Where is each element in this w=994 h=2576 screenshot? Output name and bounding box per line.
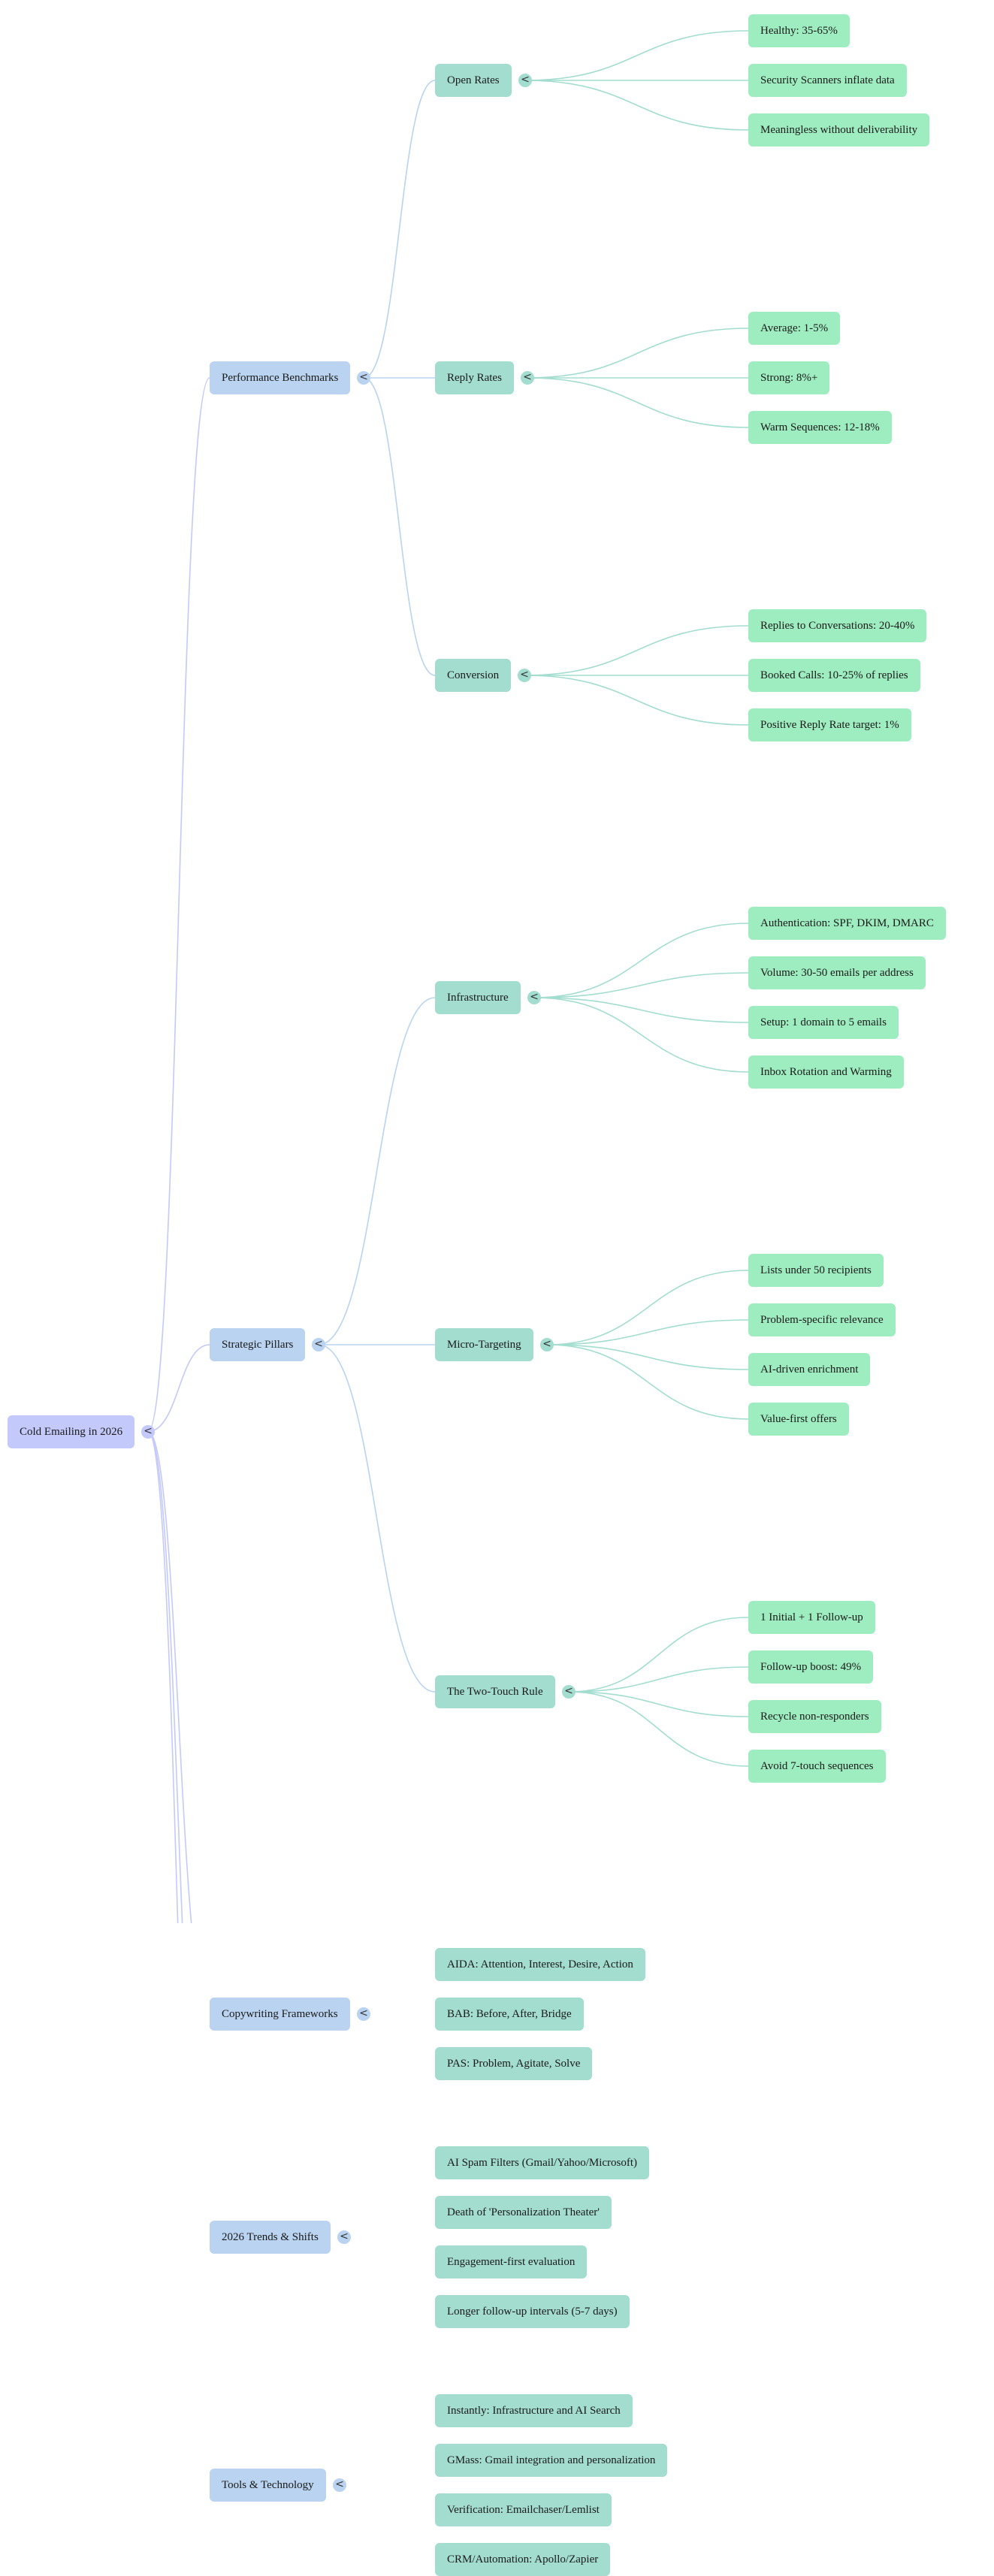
edge-root-tools-technology: [147, 1430, 179, 1923]
topic-infrastructure[interactable]: Infrastructure: [435, 981, 521, 1014]
leaf-security-scanners-inflate-data[interactable]: Security Scanners inflate data: [748, 64, 907, 97]
edge-the-two-touch-rule-1-initial-1-follow-up: [568, 1617, 749, 1693]
leaf-1-initial-1-follow-up[interactable]: 1 Initial + 1 Follow-up: [748, 1601, 875, 1634]
edge-reply-rates-warm-sequences-12-18: [527, 377, 749, 428]
edge-infrastructure-authentication-spf-dkim-dmarc: [533, 923, 749, 998]
leaf-replies-to-conversations-20-40[interactable]: Replies to Conversations: 20-40%: [748, 609, 927, 642]
edge-root-strategic-pillars: [147, 1344, 210, 1433]
edge-micro-targeting-lists-under-50-recipients: [546, 1270, 749, 1345]
leaf-problem-specific-relevance[interactable]: Problem-specific relevance: [748, 1303, 896, 1336]
collapse-toggle-strategic-pillars[interactable]: <: [312, 1338, 325, 1351]
edge-reply-rates-average-1-5: [527, 328, 749, 379]
leaf-setup-1-domain-to-5-emails[interactable]: Setup: 1 domain to 5 emails: [748, 1006, 899, 1039]
edge-open-rates-meaningless-without-deliverability: [524, 80, 749, 131]
edge-micro-targeting-problem-specific-relevance: [546, 1319, 749, 1345]
edge-micro-targeting-ai-driven-enrichment: [546, 1344, 749, 1370]
topic-verification-emailchaser-lemlist[interactable]: Verification: Emailchaser/Lemlist: [435, 2493, 612, 2526]
collapse-toggle-open-rates[interactable]: <: [518, 74, 532, 87]
collapse-toggle-2026-trends-shifts[interactable]: <: [337, 2230, 351, 2244]
branch-performance-benchmarks[interactable]: Performance Benchmarks: [210, 361, 351, 394]
edge-conversion-positive-reply-rate-target-1: [524, 675, 749, 726]
edge-infrastructure-inbox-rotation-and-warming: [533, 997, 749, 1073]
collapse-toggle-conversion[interactable]: <: [518, 669, 531, 682]
edge-root-2026-trends-shifts: [147, 1430, 183, 1923]
edge-strategic-pillars-infrastructure: [318, 997, 436, 1345]
topic-death-of-personalization-theater[interactable]: Death of 'Personalization Theater': [435, 2196, 612, 2229]
edge-infrastructure-setup-1-domain-to-5-emails: [533, 997, 749, 1023]
leaf-inbox-rotation-and-warming[interactable]: Inbox Rotation and Warming: [748, 1055, 904, 1089]
topic-pas-problem-agitate-solve[interactable]: PAS: Problem, Agitate, Solve: [435, 2047, 593, 2080]
topic-engagement-first-evaluation[interactable]: Engagement-first evaluation: [435, 2245, 588, 2279]
branch-2026-trends-shifts[interactable]: 2026 Trends & Shifts: [210, 2221, 331, 2254]
collapse-toggle-tools-technology[interactable]: <: [333, 2478, 346, 2492]
edge-the-two-touch-rule-recycle-non-responders: [568, 1691, 749, 1717]
edge-the-two-touch-rule-avoid-7-touch-sequences: [568, 1691, 749, 1767]
collapse-toggle-the-two-touch-rule[interactable]: <: [562, 1685, 576, 1699]
leaf-meaningless-without-deliverability[interactable]: Meaningless without deliverability: [748, 113, 930, 146]
topic-reply-rates[interactable]: Reply Rates: [435, 361, 514, 394]
branch-tools-technology[interactable]: Tools & Technology: [210, 2469, 326, 2502]
leaf-booked-calls-10-25-of-replies[interactable]: Booked Calls: 10-25% of replies: [748, 659, 920, 692]
topic-longer-follow-up-intervals-5-7-days[interactable]: Longer follow-up intervals (5-7 days): [435, 2295, 630, 2328]
topic-micro-targeting[interactable]: Micro-Targeting: [435, 1328, 533, 1361]
topic-open-rates[interactable]: Open Rates: [435, 64, 512, 97]
topic-instantly-infrastructure-and-ai-search[interactable]: Instantly: Infrastructure and AI Search: [435, 2394, 633, 2427]
topic-gmass-gmail-integration-and-personalization[interactable]: GMass: Gmail integration and personaliza…: [435, 2444, 668, 2477]
leaf-warm-sequences-12-18[interactable]: Warm Sequences: 12-18%: [748, 411, 892, 444]
topic-aida-attention-interest-desire-action[interactable]: AIDA: Attention, Interest, Desire, Actio…: [435, 1948, 645, 1981]
branch-copywriting-frameworks[interactable]: Copywriting Frameworks: [210, 1998, 350, 2031]
leaf-strong-8[interactable]: Strong: 8%+: [748, 361, 830, 394]
leaf-authentication-spf-dkim-dmarc[interactable]: Authentication: SPF, DKIM, DMARC: [748, 907, 946, 940]
topic-crm-automation-apollo-zapier[interactable]: CRM/Automation: Apollo/Zapier: [435, 2543, 611, 2576]
edge-strategic-pillars-the-two-touch-rule: [318, 1344, 436, 1693]
root-node[interactable]: Cold Emailing in 2026: [8, 1415, 135, 1448]
leaf-average-1-5[interactable]: Average: 1-5%: [748, 312, 841, 345]
topic-ai-spam-filters-gmail-yahoo-microsoft[interactable]: AI Spam Filters (Gmail/Yahoo/Microsoft): [435, 2146, 650, 2179]
collapse-toggle-reply-rates[interactable]: <: [521, 371, 534, 385]
collapse-toggle-copywriting-frameworks[interactable]: <: [357, 2007, 370, 2021]
leaf-ai-driven-enrichment[interactable]: AI-driven enrichment: [748, 1353, 871, 1386]
leaf-follow-up-boost-49[interactable]: Follow-up boost: 49%: [748, 1650, 874, 1684]
collapse-toggle-root[interactable]: <: [141, 1424, 155, 1439]
edge-infrastructure-volume-30-50-emails-per-address: [533, 972, 749, 998]
leaf-volume-30-50-emails-per-address[interactable]: Volume: 30-50 emails per address: [748, 956, 926, 989]
edge-root-performance-benchmarks: [147, 377, 210, 1433]
edge-performance-benchmarks-open-rates: [363, 80, 436, 379]
edge-performance-benchmarks-conversion: [363, 377, 436, 676]
collapse-toggle-performance-benchmarks[interactable]: <: [357, 371, 370, 385]
branch-strategic-pillars[interactable]: Strategic Pillars: [210, 1328, 306, 1361]
edge-conversion-replies-to-conversations-20-40: [524, 625, 749, 676]
leaf-lists-under-50-recipients[interactable]: Lists under 50 recipients: [748, 1254, 884, 1287]
leaf-value-first-offers[interactable]: Value-first offers: [748, 1403, 849, 1436]
leaf-recycle-non-responders[interactable]: Recycle non-responders: [748, 1700, 881, 1733]
topic-conversion[interactable]: Conversion: [435, 659, 512, 692]
topic-the-two-touch-rule[interactable]: The Two-Touch Rule: [435, 1675, 555, 1708]
collapse-toggle-infrastructure[interactable]: <: [527, 991, 541, 1004]
edge-root-copywriting-frameworks: [147, 1430, 192, 1923]
mindmap-edges: [147, 30, 749, 1923]
leaf-avoid-7-touch-sequences[interactable]: Avoid 7-touch sequences: [748, 1750, 886, 1783]
topic-bab-before-after-bridge[interactable]: BAB: Before, After, Bridge: [435, 1998, 584, 2031]
edge-the-two-touch-rule-follow-up-boost-49: [568, 1666, 749, 1693]
edge-open-rates-healthy-35-65: [524, 30, 749, 81]
edge-micro-targeting-value-first-offers: [546, 1344, 749, 1420]
leaf-healthy-35-65[interactable]: Healthy: 35-65%: [748, 14, 850, 47]
leaf-positive-reply-rate-target-1[interactable]: Positive Reply Rate target: 1%: [748, 708, 911, 741]
collapse-toggle-micro-targeting[interactable]: <: [540, 1338, 554, 1351]
